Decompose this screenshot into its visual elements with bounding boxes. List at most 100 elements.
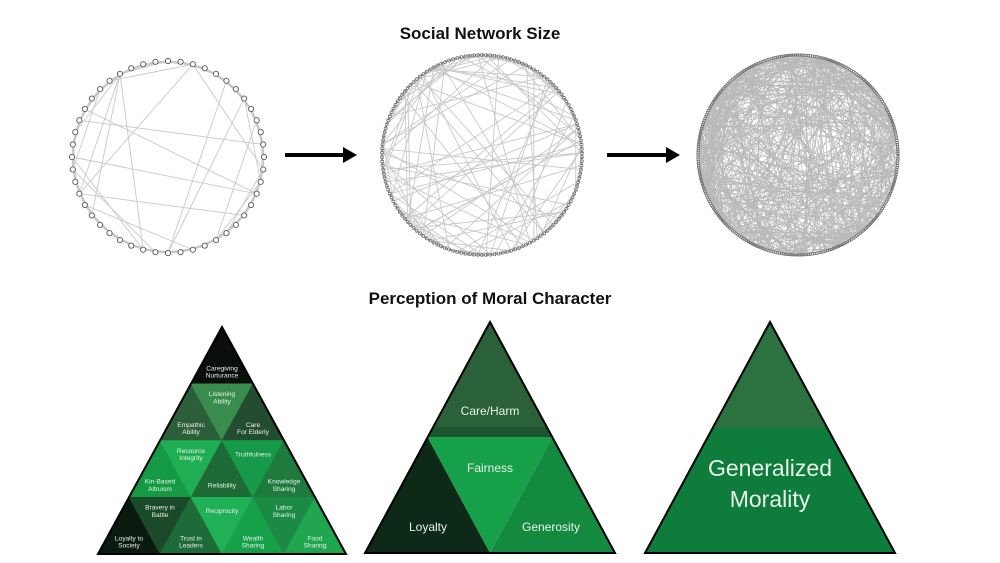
label-line: Ability [182,429,200,436]
network-node [72,129,79,136]
network-node [257,129,264,136]
network-edge [404,165,582,220]
network-node [68,153,76,161]
network-edge [697,89,723,162]
label-line: Sharing [273,486,296,493]
network-node [81,201,88,209]
label-line: Resource [177,448,206,455]
network-edge [814,56,883,102]
network-edge [861,77,892,119]
network-edge [381,148,535,241]
network-edge [518,61,582,141]
network-edge [830,118,892,250]
network-edge [732,71,854,80]
network-edge [698,144,890,197]
network-node [88,212,95,219]
network-edge [78,63,194,195]
triangle-outline [363,319,617,554]
network-edge [710,106,862,233]
foundation-shape [490,437,615,553]
network-node [223,77,230,84]
network-edge [697,60,832,154]
network-edge [789,167,898,255]
label-line: Truthfulness [235,451,272,458]
network-edge [701,140,898,183]
network-edge [697,72,742,156]
medium-network [380,53,584,257]
triangle-outline [643,319,897,554]
label-line: Care [246,422,261,429]
network-edge [719,216,813,255]
network-node [177,58,184,65]
network-edge [769,224,870,252]
network-edge [456,181,579,253]
network-edge [413,81,545,234]
network-edge [399,211,527,246]
network-node [241,95,248,102]
network-edge [722,59,768,90]
network-edge [79,193,245,216]
network-edge [71,156,144,251]
label-line: Kin-Based [145,479,176,486]
foundation-care-harm: Care/Harm [427,322,553,437]
network-edge [381,55,495,158]
general-top-shape [712,322,828,428]
network-node [248,201,255,209]
network-edge [699,173,879,215]
network-node [212,237,220,244]
network-node [232,221,239,228]
network-edge [192,64,264,170]
network-edge [711,104,866,230]
network-edge [704,118,743,239]
network-edge [801,129,896,256]
network-edge [72,88,101,170]
label-line: Morality [730,486,811,512]
network-edge [744,70,809,255]
network-edge [838,129,896,247]
network-edge [753,65,782,254]
network-edge [720,173,897,220]
foundation-label: Care/Harm [461,404,520,418]
network-edge [533,193,575,241]
network-edge [778,56,840,247]
network-edge [215,181,262,241]
label-line: Food [307,535,322,542]
network-edge [84,204,194,251]
social-network-size-heading: Social Network Size [399,24,561,43]
network-edge [729,76,737,228]
network-node [253,117,260,124]
network-edge [404,87,557,220]
network-edge [818,57,849,242]
foundation-fairness: Fairness [427,437,553,553]
network-edge [758,62,845,244]
label-line: Wealth [243,535,264,542]
network-edge [383,152,583,171]
network-edge [397,208,470,255]
network-edge [99,224,132,247]
network-edge [702,185,766,250]
network-edge [382,148,581,171]
network-edge [728,83,874,91]
network-edge [382,65,527,145]
network-edge [383,123,578,175]
network-edge [453,55,495,60]
network-edge [702,71,854,185]
label-line: Labor [276,505,294,512]
network-edge [477,54,531,243]
network-node [241,212,248,219]
network-edge [477,54,581,137]
label-line: Sharing [242,543,265,550]
network-node [177,249,184,256]
network-node [164,57,172,65]
network-edge [389,144,582,195]
network-edge [707,112,847,243]
network-node [106,230,113,237]
arrow-head [666,147,680,163]
